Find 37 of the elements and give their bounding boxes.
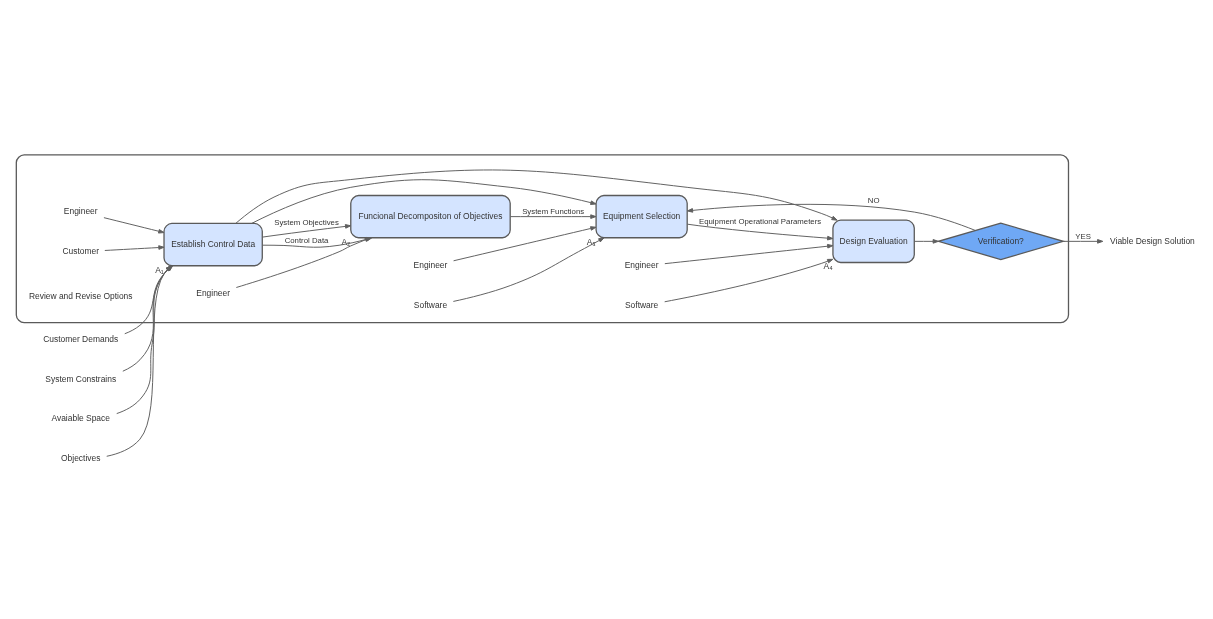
- node-label: A₃: [586, 236, 596, 247]
- arrow: [235, 169, 838, 224]
- node-text: Avaiable Space: [51, 412, 110, 423]
- node-box: Equipment Selection: [595, 194, 688, 238]
- node-box: Design Evaluation: [832, 219, 915, 263]
- node-text: Engineer: [196, 287, 231, 298]
- node-text: Engineer: [413, 259, 448, 270]
- cluster: [15, 153, 1070, 323]
- node-box: Establish Control Data: [163, 222, 263, 266]
- arrow: [453, 225, 597, 261]
- arrow: [104, 244, 165, 251]
- node-text: Engineer: [624, 259, 659, 270]
- node-text: Viable Design Solution: [1110, 235, 1195, 246]
- arrow: [510, 213, 597, 219]
- arrow: [913, 238, 939, 244]
- label: Review and Revise Options: [28, 290, 133, 301]
- node-box: Funcional Decompositon of Objectives: [350, 194, 511, 238]
- arrow: [261, 223, 352, 238]
- arrow: [664, 258, 834, 302]
- node-text: Engineer: [63, 205, 98, 216]
- arrow: [452, 236, 605, 302]
- node-text: Customer Demands: [43, 333, 119, 344]
- node-label: A₂: [341, 236, 351, 247]
- node-text: Software: [624, 299, 659, 310]
- node-diamond: Verification?: [936, 221, 1066, 260]
- arrow: [686, 203, 976, 231]
- node-label: A₁: [155, 264, 164, 275]
- node-text: Objectives: [61, 452, 101, 463]
- arrow: [686, 223, 834, 240]
- arrow: [664, 243, 834, 264]
- node-text: System Constrains: [45, 373, 117, 384]
- arrow: [1063, 238, 1104, 244]
- node-label: A₄: [823, 260, 833, 271]
- arrow: [251, 178, 597, 224]
- arrow: [103, 216, 165, 234]
- node-text: Customer: [62, 245, 100, 256]
- node-text: Software: [413, 299, 448, 310]
